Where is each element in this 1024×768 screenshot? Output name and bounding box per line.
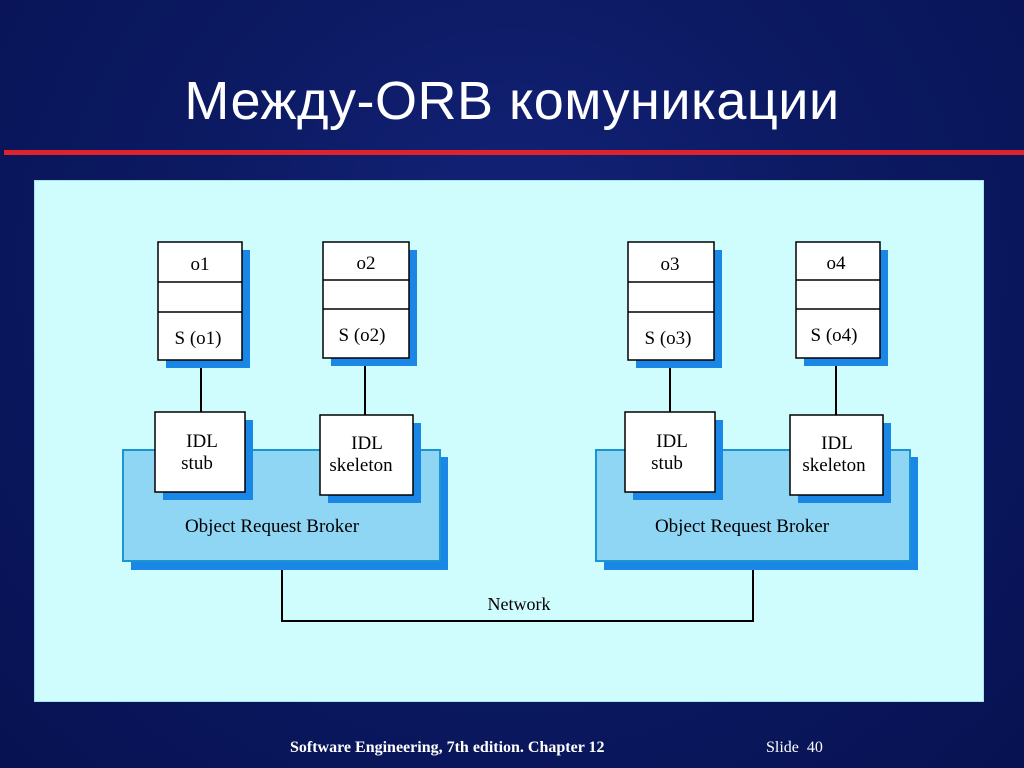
- network-label: Network: [488, 594, 551, 614]
- idl-skeleton-left-line2: skeleton: [329, 455, 393, 476]
- footer-book-reference: Software Engineering, 7th edition. Chapt…: [290, 739, 605, 756]
- object-o2-name: o2: [357, 253, 376, 274]
- slide-title: Между-ORB комуникации: [184, 71, 840, 131]
- title-divider: [4, 150, 1024, 155]
- idl-stub-right: [624, 411, 716, 493]
- object-o2: [322, 241, 410, 359]
- idl-stub-right-line2: stub: [651, 453, 683, 474]
- object-o4-skeleton-label: S (o4): [811, 325, 858, 346]
- network-line: [281, 563, 754, 622]
- object-o3-skeleton-label: S (o3): [645, 328, 692, 349]
- object-o1-name: o1: [191, 254, 210, 275]
- idl-skeleton-right-line1: IDL: [821, 433, 853, 454]
- idl-skeleton-right-line2: skeleton: [802, 455, 866, 476]
- object-o2-skeleton-label: S (o2): [339, 325, 386, 346]
- footer-slide-number: Slide 40: [766, 739, 823, 756]
- object-o4: [795, 241, 881, 359]
- object-o3-name: o3: [661, 254, 680, 275]
- idl-skeleton-left: [319, 414, 414, 496]
- object-o1: [157, 241, 243, 361]
- orb-label-left: Object Request Broker: [185, 516, 360, 537]
- object-o1-skeleton-label: S (o1): [175, 328, 222, 349]
- orb-label-right: Object Request Broker: [655, 516, 830, 537]
- idl-stub-left-line1: IDL: [186, 431, 218, 452]
- idl-skeleton-left-line1: IDL: [351, 433, 383, 454]
- idl-stub-left-line2: stub: [181, 453, 213, 474]
- object-o4-name: o4: [827, 253, 847, 274]
- idl-skeleton-right: [789, 414, 884, 496]
- object-o3: [627, 241, 715, 361]
- idl-stub-left: [154, 411, 246, 493]
- idl-stub-right-line1: IDL: [656, 431, 688, 452]
